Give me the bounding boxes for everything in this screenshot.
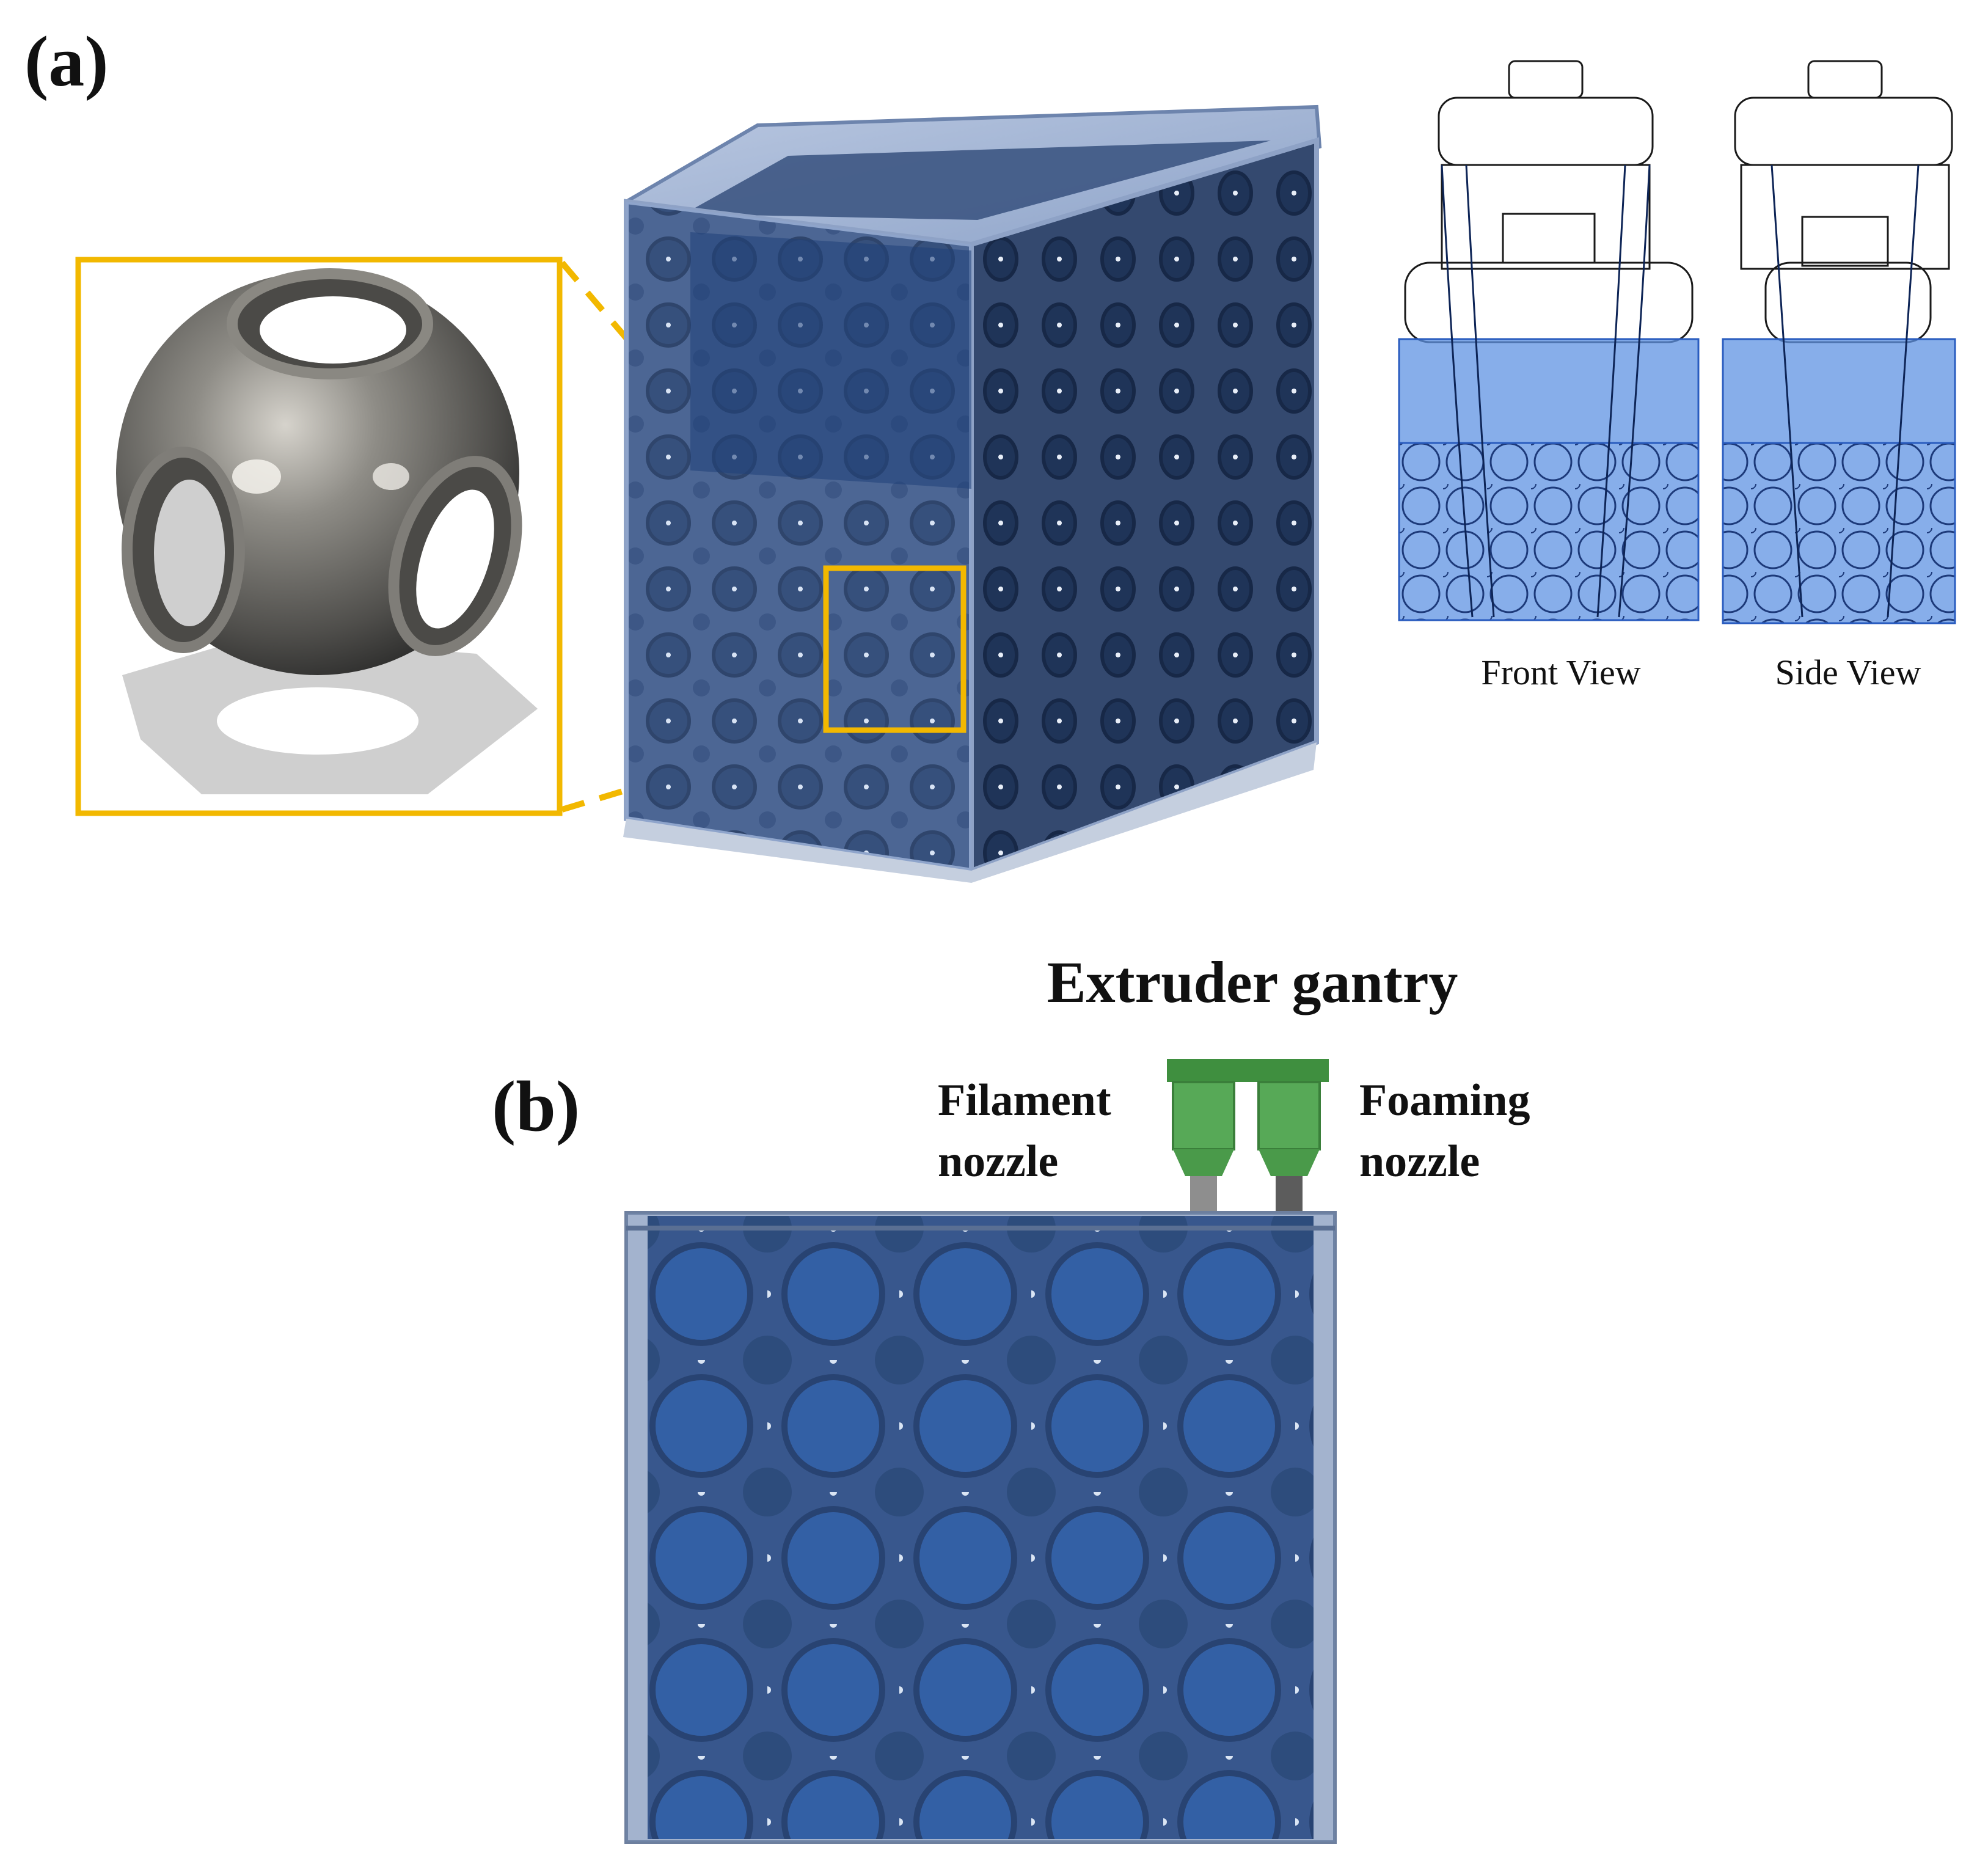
front-view-label: Front View: [1481, 653, 1640, 692]
front-view-fill: [1398, 338, 1700, 444]
filament-nozzle-label-line1: Filament: [938, 1075, 1111, 1125]
panel-a-label: (a): [24, 21, 109, 101]
foaming-nozzle-label-line1: Foaming: [1359, 1075, 1530, 1125]
side-view-nozzle-lines: [1771, 164, 1920, 618]
side-view-label: Side View: [1775, 653, 1921, 692]
unit-cell-sphere-icon: [116, 268, 522, 675]
extruder-nozzles-icon: [1167, 1059, 1329, 1228]
side-view-fill: [1722, 338, 1956, 444]
front-view-lattice: [1398, 442, 1700, 621]
lattice-front-view: [624, 1211, 1337, 1844]
unit-cell-highlight: [823, 565, 967, 733]
filament-nozzle-label-line2: nozzle: [938, 1136, 1058, 1187]
foaming-nozzle-label-line2: nozzle: [1359, 1136, 1480, 1187]
side-view-lattice: [1722, 442, 1956, 624]
panel-b-label: (b): [492, 1066, 580, 1146]
unit-cell-inset: [75, 257, 563, 816]
extruder-gantry-title: Extruder gantry: [1047, 949, 1458, 1015]
front-view-nozzle-lines: [1441, 164, 1651, 618]
lattice-cube-icon: [623, 104, 1322, 883]
